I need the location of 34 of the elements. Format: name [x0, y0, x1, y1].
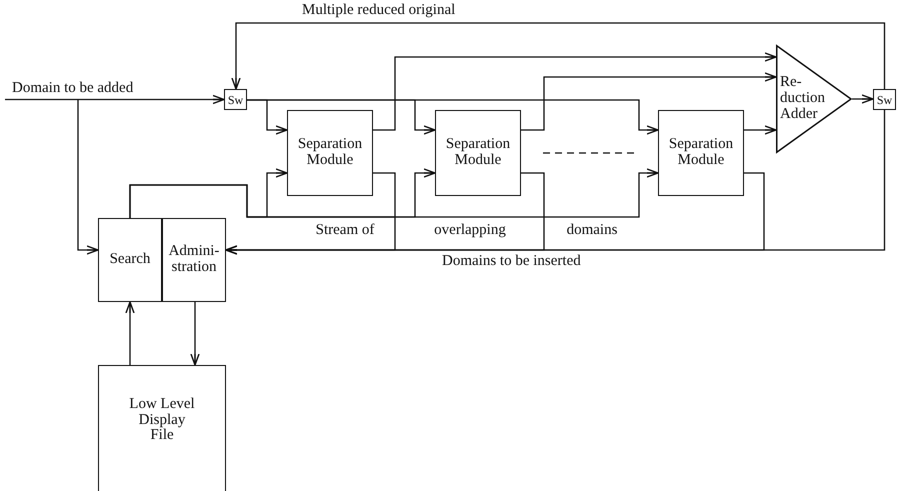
- arrow: [231, 22, 886, 90]
- node-label: Sw: [876, 94, 892, 106]
- arrow: [129, 168, 659, 218]
- node-label: Search: [110, 252, 150, 268]
- arrow: [521, 72, 777, 131]
- node-label: Admini- stration: [168, 244, 220, 276]
- switch-box: [873, 89, 896, 110]
- arrow: [190, 302, 200, 366]
- node-label: Low Level Display File: [128, 396, 196, 444]
- arrow: [373, 52, 777, 131]
- arrow: [247, 99, 659, 135]
- adder-triangle: [776, 45, 852, 153]
- arrow: [125, 301, 135, 365]
- process-box: [658, 110, 744, 196]
- node-label: Re- duction Adder: [780, 75, 826, 122]
- process-box: [435, 110, 521, 196]
- process-box: [162, 218, 226, 302]
- stream-label: overlapping: [433, 222, 507, 239]
- stream-label: Stream of: [314, 222, 376, 239]
- arrow: [77, 100, 99, 255]
- switch-box: [224, 89, 247, 110]
- edge-label: Multiple reduced original: [300, 2, 458, 19]
- arrow: [852, 94, 874, 104]
- node-label: Sw: [228, 94, 244, 106]
- arrow: [5, 94, 225, 104]
- node-label: Separation Module: [668, 137, 734, 169]
- arrow: [744, 125, 777, 135]
- node-label: Separation Module: [444, 137, 512, 169]
- arrow: [225, 110, 886, 255]
- node-label: Separation Module: [296, 137, 364, 169]
- process-box: [98, 218, 162, 302]
- file-box: [98, 365, 226, 491]
- process-box: [287, 110, 373, 196]
- stream-label: domains: [566, 222, 618, 239]
